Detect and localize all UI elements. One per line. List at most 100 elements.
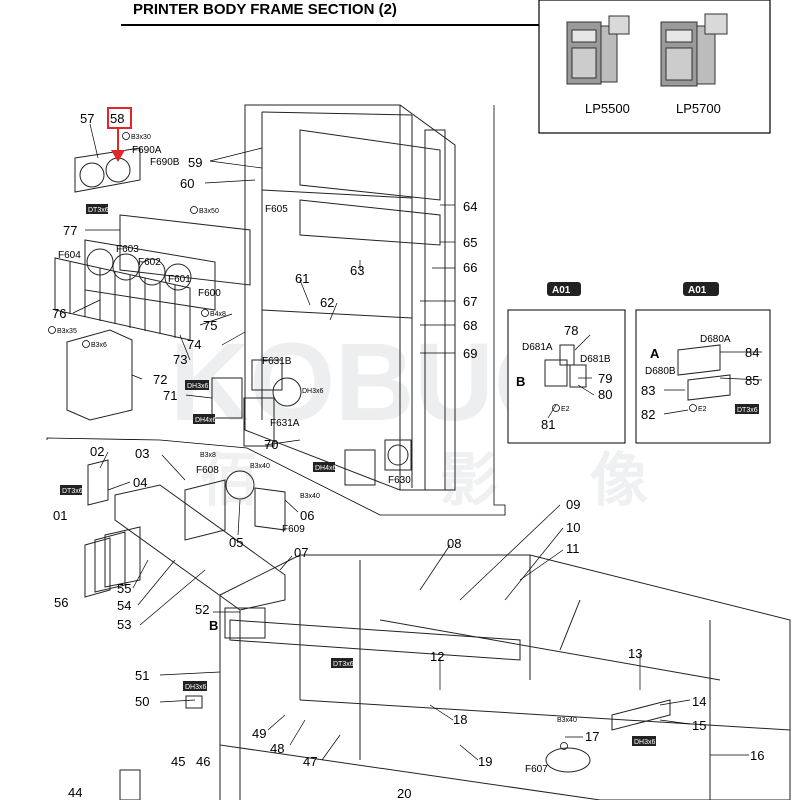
callout-49: 49 bbox=[252, 726, 266, 741]
model-label-lp5500: LP5500 bbox=[585, 101, 630, 116]
screw-spec-6: B3x8 bbox=[200, 452, 216, 459]
signal-F630: F630 bbox=[388, 475, 411, 486]
highlight-box-58 bbox=[107, 107, 132, 129]
callout-68: 68 bbox=[463, 318, 477, 333]
upper-frame-structure bbox=[244, 104, 456, 491]
callout-64: 64 bbox=[463, 199, 477, 214]
watermark-cjk-1: 佰 bbox=[200, 448, 258, 513]
signal-D680B: D680B bbox=[645, 366, 676, 377]
signal-F604: F604 bbox=[58, 250, 81, 261]
inset-right-title: A01 bbox=[688, 285, 707, 296]
screw-icon bbox=[201, 309, 209, 317]
callout-50: 50 bbox=[135, 694, 149, 709]
badge-2: DH3x6 bbox=[187, 383, 209, 390]
badge-3: DH4x6 bbox=[195, 417, 217, 424]
callout-19: 19 bbox=[478, 754, 492, 769]
callout-76: 76 bbox=[52, 306, 66, 321]
signal-F690A: F690A bbox=[132, 145, 162, 156]
callout-53: 53 bbox=[117, 617, 131, 632]
left-duct-assembly bbox=[84, 459, 286, 611]
callout-08: 08 bbox=[447, 536, 461, 551]
watermark-cjk-2: 影 bbox=[440, 448, 498, 513]
callout-46: 46 bbox=[196, 754, 210, 769]
callout-80: 80 bbox=[598, 387, 612, 402]
badge-5: DT3x6 bbox=[62, 488, 83, 495]
screw-spec-12: E2 bbox=[698, 406, 707, 413]
callout-65: 65 bbox=[463, 235, 477, 250]
screw-spec-1: B3x30 bbox=[131, 134, 151, 141]
signal-F602: F602 bbox=[138, 257, 161, 268]
badge-7: DH3x6 bbox=[185, 684, 207, 691]
badge-6: DT3x6 bbox=[737, 407, 758, 414]
callout-72: 72 bbox=[153, 372, 167, 387]
signal-F601: F601 bbox=[168, 274, 191, 285]
callout-17: 17 bbox=[585, 729, 599, 744]
a01-inset-left: A01 bbox=[507, 282, 626, 444]
callout-09: 09 bbox=[566, 497, 580, 512]
callout-B-inset: B bbox=[516, 374, 525, 389]
callout-18: 18 bbox=[453, 712, 467, 727]
callout-14: 14 bbox=[692, 694, 706, 709]
inset-left-title: A01 bbox=[552, 285, 571, 296]
screw-specs: B3x30 B3x50 B3x35 B3x6 B4x8 B3x8 B3x40 B… bbox=[48, 132, 707, 750]
callout-12: 12 bbox=[430, 649, 444, 664]
callout-63: 63 bbox=[350, 263, 364, 278]
signal-D681B: D681B bbox=[580, 354, 611, 365]
screw-spec-11: E2 bbox=[561, 406, 570, 413]
callout-01: 01 bbox=[53, 508, 67, 523]
screw-spec-8: B3x40 bbox=[300, 493, 320, 500]
callout-77: 77 bbox=[63, 223, 77, 238]
callout-06: 06 bbox=[300, 508, 314, 523]
callout-69: 69 bbox=[463, 346, 477, 361]
signal-F690B: F690B bbox=[150, 157, 180, 168]
callout-16: 16 bbox=[750, 748, 764, 763]
callout-05: 05 bbox=[229, 535, 243, 550]
callout-59: 59 bbox=[188, 155, 202, 170]
callout-82: 82 bbox=[641, 407, 655, 422]
screw-spec-10: DH3x6 bbox=[302, 388, 324, 395]
title-bar: PRINTER BODY FRAME SECTION (2) bbox=[121, 0, 540, 26]
printer-lp5500-icon bbox=[566, 15, 630, 85]
lower-components bbox=[119, 599, 671, 800]
screw-spec-5: B4x8 bbox=[210, 311, 226, 318]
callout-58: 58 bbox=[110, 111, 124, 126]
screw-icon bbox=[122, 132, 130, 140]
callout-45: 45 bbox=[171, 754, 185, 769]
callout-10: 10 bbox=[566, 520, 580, 535]
callout-74: 74 bbox=[187, 337, 201, 352]
signal-D681A: D681A bbox=[522, 342, 553, 353]
callout-75: 75 bbox=[203, 318, 217, 333]
signal-D680A: D680A bbox=[700, 334, 731, 345]
badge-4: DH4x6 bbox=[315, 465, 337, 472]
signal-F600: F600 bbox=[198, 288, 221, 299]
badge-8: DT3x6 bbox=[333, 661, 354, 668]
screw-spec-4: B3x6 bbox=[91, 342, 107, 349]
callout-20: 20 bbox=[397, 786, 411, 800]
callout-81: 81 bbox=[541, 417, 555, 432]
screw-icon bbox=[560, 742, 568, 750]
callout-11: 11 bbox=[566, 541, 580, 556]
signal-F603: F603 bbox=[116, 244, 139, 255]
callout-83: 83 bbox=[641, 383, 655, 398]
highlight-arrowhead-58 bbox=[111, 150, 125, 162]
screw-icon bbox=[689, 404, 697, 412]
callout-71: 71 bbox=[163, 388, 177, 403]
callout-70: 70 bbox=[264, 437, 278, 452]
screw-icon bbox=[82, 340, 90, 348]
callout-56: 56 bbox=[54, 595, 68, 610]
watermark-cjk-3: 像 bbox=[590, 448, 648, 513]
signal-F631A: F631A bbox=[270, 418, 300, 429]
screw-spec-9: B3x40 bbox=[557, 717, 577, 724]
lower-frame-structure bbox=[219, 554, 791, 800]
callout-62: 62 bbox=[320, 295, 334, 310]
callout-A: A bbox=[650, 346, 660, 361]
callout-67: 67 bbox=[463, 294, 477, 309]
signal-F609: F609 bbox=[282, 524, 305, 535]
screw-icon bbox=[48, 326, 56, 334]
signal-F607: F607 bbox=[525, 764, 548, 775]
screw-spec-3: B3x35 bbox=[57, 328, 77, 335]
a01-inset-right: A01 bbox=[635, 282, 771, 444]
upper-assembly-outline bbox=[46, 105, 506, 516]
connector-labels: F690A F690B F605 F603 F602 F604 F601 F60… bbox=[58, 145, 731, 775]
callout-61: 61 bbox=[295, 271, 309, 286]
